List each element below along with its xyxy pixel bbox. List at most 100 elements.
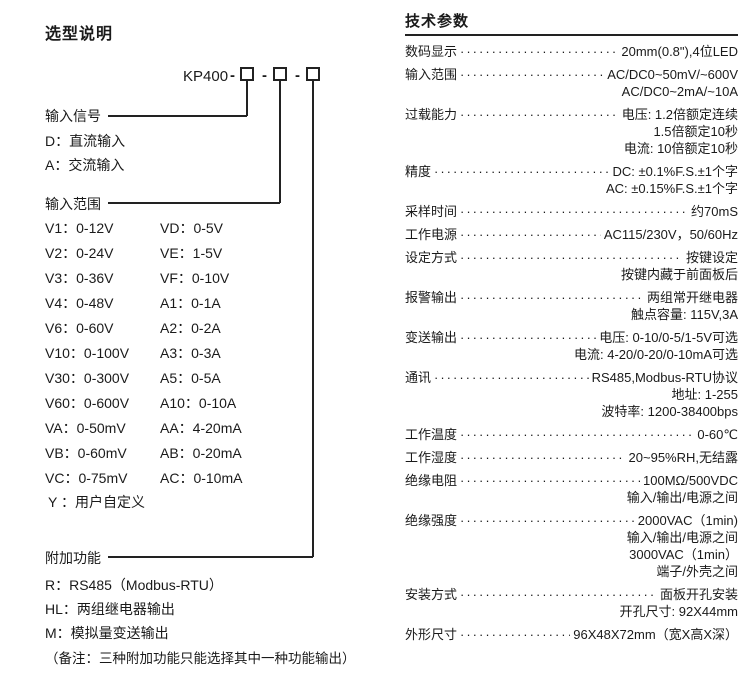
spec-label: 变送输出: [405, 330, 458, 345]
tech-params-column: 技术参数 数码显示 20mm(0.8"),4位LED 输入范围 AC/DC0~5…: [405, 10, 738, 649]
spec-value: 按键设定: [685, 250, 738, 265]
range-item: V2：0-24V: [45, 245, 114, 261]
spec-extra: 输入/输出/电源之间: [626, 490, 738, 505]
dotted-leader: [460, 512, 635, 529]
spec-extra: 1.5倍额定10秒: [653, 124, 738, 139]
dotted-leader: [434, 369, 589, 386]
dotted-leader: [460, 43, 618, 60]
spec-value: 面板开孔安装: [659, 587, 738, 602]
spec-value: RS485,Modbus-RTU协议: [591, 370, 738, 385]
range-item: VE：1-5V: [160, 245, 223, 261]
spec-label: 输入范围: [405, 67, 458, 82]
range-item: A3：0-3A: [160, 345, 221, 361]
spec-row: 过载能力 电压: 1.2倍额定连续 1.5倍额定10秒 电流: 10倍额定10秒: [405, 106, 738, 157]
spec-extra: 触点容量: 115V,3A: [631, 307, 738, 322]
range-item: VF：0-10V: [160, 270, 230, 286]
spec-value: 100MΩ/500VDC: [643, 473, 738, 488]
range-item: AB：0-20mA: [160, 445, 242, 461]
model-dash-2: -: [262, 67, 267, 84]
spec-extra: 波特率: 1200-38400bps: [601, 404, 738, 419]
spec-value: 2000VAC（1min): [637, 513, 738, 528]
range-item: VD：0-5V: [160, 220, 224, 236]
spec-label: 过载能力: [405, 107, 458, 122]
spec-label: 工作电源: [405, 227, 458, 242]
dotted-leader: [460, 426, 694, 443]
dotted-leader: [460, 226, 601, 243]
range-item: V1：0-12V: [45, 220, 114, 236]
title-divider: [405, 34, 738, 36]
range-item: VB：0-60mV: [45, 445, 127, 461]
spec-row: 精度 DC: ±0.1%F.S.±1个字 AC: ±0.15%F.S.±1个字: [405, 163, 738, 197]
spec-label: 外形尺寸: [405, 627, 458, 642]
addon-option-rs485: R：RS485（Modbus-RTU）: [45, 577, 223, 593]
model-dash-3: -: [295, 67, 300, 84]
spec-label: 采样时间: [405, 204, 458, 219]
spec-label: 绝缘强度: [405, 513, 458, 528]
spec-row: 通讯 RS485,Modbus-RTU协议 地址: 1-255 波特率: 120…: [405, 369, 738, 420]
spec-row: 设定方式 按键设定 按键内藏于前面板后: [405, 249, 738, 283]
dotted-leader: [460, 289, 644, 306]
dotted-leader: [460, 626, 570, 643]
dotted-leader: [460, 106, 619, 123]
spec-value: 0-60℃: [697, 427, 738, 442]
spec-row: 变送输出 电压: 0-10/0-5/1-5V可选 电流: 4-20/0-20/0…: [405, 329, 738, 363]
model-box-addon: [306, 67, 320, 81]
spec-extra: 电流: 4-20/0-20/0-10mA可选: [573, 347, 738, 362]
spec-extra: 开孔尺寸: 92X44mm: [619, 604, 738, 619]
range-item: A2：0-2A: [160, 320, 221, 336]
spec-value: 电压: 1.2倍额定连续: [621, 107, 738, 122]
spec-row: 报警输出 两组常开继电器 触点容量: 115V,3A: [405, 289, 738, 323]
range-item: V10：0-100V: [45, 345, 130, 361]
model-box-range: [273, 67, 287, 81]
dotted-leader: [434, 163, 609, 180]
range-item: A1：0-1A: [160, 295, 221, 311]
range-column-voltage: V1：0-12V V2：0-24V V3：0-36V V4：0-48V V6：0…: [45, 216, 129, 491]
dotted-leader: [460, 449, 626, 466]
dotted-leader: [460, 586, 657, 603]
spec-row: 数码显示 20mm(0.8"),4位LED: [405, 43, 738, 60]
section-label-input-range: 输入范围: [45, 196, 101, 212]
connector-line-range-vertical: [279, 81, 281, 203]
spec-value: 电压: 0-10/0-5/1-5V可选: [599, 330, 738, 345]
spec-value: AC/DC0~50mV/~600V: [607, 67, 738, 82]
addon-option-analog: M：模拟量变送输出: [45, 625, 169, 641]
params-title: 技术参数: [405, 13, 470, 30]
spec-extra: 电流: 10倍额定10秒: [623, 141, 738, 156]
range-column-current: VD：0-5V VE：1-5V VF：0-10V A1：0-1A A2：0-2A…: [160, 216, 242, 491]
section-label-input-signal: 输入信号: [45, 108, 101, 124]
signal-option-ac: A：交流输入: [45, 157, 125, 173]
spec-value: 约70mS: [691, 204, 738, 219]
signal-option-dc: D：直流输入: [45, 133, 126, 149]
dotted-leader: [460, 472, 640, 489]
connector-line-signal-horizontal: [108, 115, 247, 117]
section-label-addons: 附加功能: [45, 550, 101, 566]
range-item-custom: Y ：用户自定义: [48, 494, 145, 510]
range-item: V60：0-600V: [45, 395, 130, 411]
spec-row: 安装方式 面板开孔安装 开孔尺寸: 92X44mm: [405, 586, 738, 620]
spec-extra: AC/DC0~2mA/~10A: [621, 84, 738, 99]
connector-line-signal-vertical: [246, 81, 248, 116]
range-item: V6：0-60V: [45, 320, 114, 336]
spec-row: 工作湿度 20~95%RH,无结露: [405, 449, 738, 466]
spec-row: 采样时间 约70mS: [405, 203, 738, 220]
connector-line-range-horizontal: [108, 202, 280, 204]
range-item: V3：0-36V: [45, 270, 114, 286]
spec-label: 数码显示: [405, 44, 458, 59]
range-item: AA：4-20mA: [160, 420, 242, 436]
spec-extra: 端子/外壳之间: [656, 564, 738, 579]
model-code-prefix: KP400: [183, 68, 229, 85]
addon-option-relay: HL：两组继电器输出: [45, 601, 175, 617]
spec-label: 通讯: [405, 370, 432, 385]
spec-value: 20~95%RH,无结露: [628, 450, 738, 465]
range-item: AC：0-10mA: [160, 470, 243, 486]
spec-value: AC115/230V，50/60Hz: [603, 227, 738, 242]
spec-value: 20mm(0.8"),4位LED: [621, 44, 738, 59]
dotted-leader: [460, 329, 596, 346]
connector-line-addon-horizontal: [108, 556, 313, 558]
model-box-signal: [240, 67, 254, 81]
spec-value: DC: ±0.1%F.S.±1个字: [612, 164, 738, 179]
spec-row: 工作电源 AC115/230V，50/60Hz: [405, 226, 738, 243]
spec-row: 输入范围 AC/DC0~50mV/~600V AC/DC0~2mA/~10A: [405, 66, 738, 100]
spec-label: 安装方式: [405, 587, 458, 602]
